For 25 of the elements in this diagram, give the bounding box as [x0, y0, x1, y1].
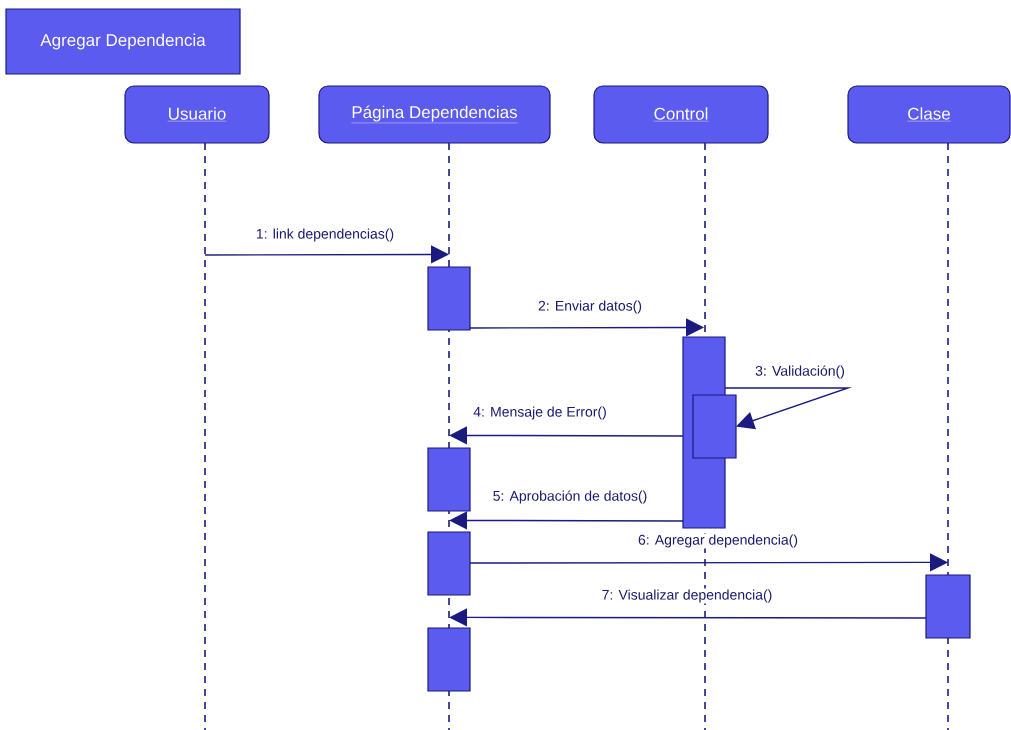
- lifeline-head: Página Dependencias: [318, 85, 551, 144]
- activation-bar: [427, 447, 471, 512]
- activation-bar: [427, 266, 471, 331]
- message-arrow: [469, 553, 948, 572]
- activation-bar: [925, 574, 971, 639]
- message-label: 1: link dependencias(): [254, 227, 396, 243]
- message-label: 2: Enviar datos(): [537, 299, 643, 315]
- activation-bar: [692, 394, 737, 459]
- lifeline-head: Usuario: [124, 85, 270, 144]
- message-label: 3: Validación(): [754, 364, 846, 380]
- message-label: 4: Mensaje de Error(): [472, 405, 608, 421]
- message-arrow: [449, 511, 684, 530]
- lifeline-head: Control: [593, 85, 769, 144]
- activation-bar: [427, 627, 471, 692]
- lifeline-head: Clase: [847, 85, 1011, 144]
- activation-bar: [427, 531, 471, 596]
- message-label: 7: Visualizar dependencia(): [600, 588, 774, 604]
- message-arrow: [724, 387, 853, 430]
- message-label: 5: Aprobación de datos(): [491, 489, 649, 505]
- frame-label: Agregar Dependencia: [5, 8, 241, 75]
- message-arrow: [449, 426, 684, 445]
- message-arrow: [469, 318, 704, 337]
- message-arrow: [449, 608, 927, 627]
- message-label: 6: Agregar dependencia(): [636, 533, 800, 549]
- message-arrow: [204, 245, 449, 264]
